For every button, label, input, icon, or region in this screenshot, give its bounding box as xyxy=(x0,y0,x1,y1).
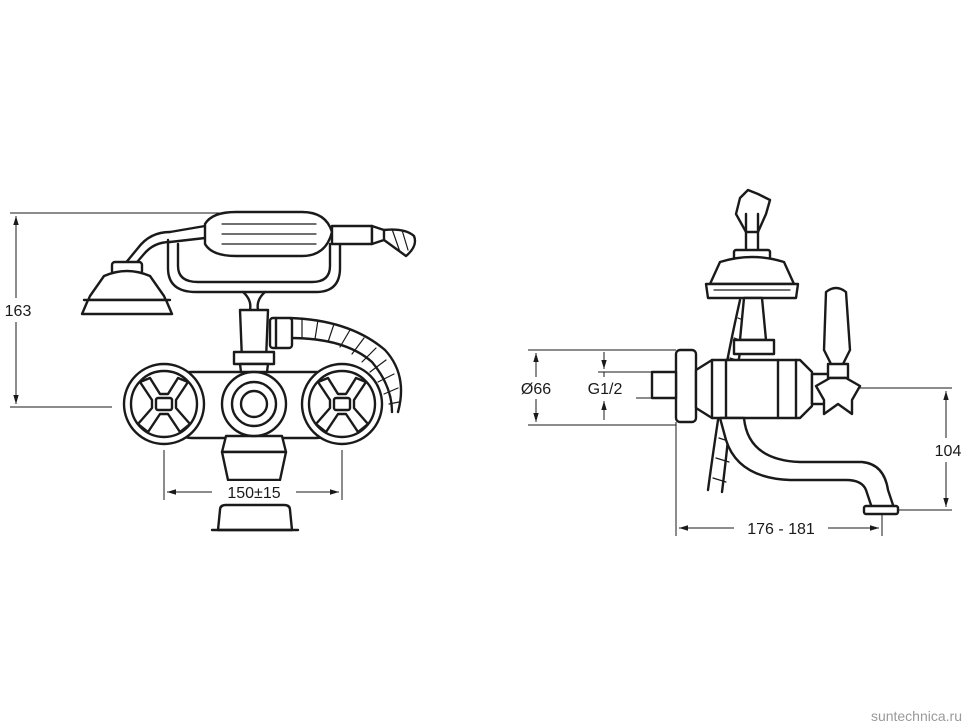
wall-flange xyxy=(650,348,698,424)
side-shower-head xyxy=(704,188,800,300)
hand-shower-handle xyxy=(203,210,386,258)
right-cross-handle xyxy=(300,362,384,446)
side-height-label: 104 xyxy=(935,443,962,460)
front-width-label: 150±15 xyxy=(227,485,280,502)
diverter-knob xyxy=(220,370,288,438)
side-depth-dimension: 176 - 181 xyxy=(675,422,883,539)
bath-spout-front xyxy=(210,450,300,532)
side-lever-handle xyxy=(814,286,862,416)
front-view: 163 xyxy=(0,210,417,532)
diameter-label: Ø66 xyxy=(521,381,551,398)
shower-hose xyxy=(288,228,417,414)
hose-connector xyxy=(268,316,294,350)
front-width-dimension: 150±15 xyxy=(163,450,343,503)
front-height-label: 163 xyxy=(5,303,32,320)
thread-dimension: G1/2 xyxy=(574,352,652,420)
left-cross-handle xyxy=(122,362,206,446)
side-riser xyxy=(732,296,776,356)
hand-shower-head xyxy=(80,230,174,316)
diameter-dimension: Ø66 xyxy=(514,349,676,426)
side-bath-spout xyxy=(718,416,900,516)
shower-cradle xyxy=(166,224,342,312)
thread-label: G1/2 xyxy=(588,381,623,398)
diverter-column xyxy=(232,308,276,382)
front-height-dimension: 163 xyxy=(0,212,225,408)
side-view: Ø66 G1/2 104 176 - 181 xyxy=(514,188,968,539)
side-mixer-body xyxy=(694,358,834,420)
watermark: suntechnica.ru xyxy=(870,708,962,724)
side-height-dimension: 104 xyxy=(860,387,968,511)
side-depth-label: 176 - 181 xyxy=(747,521,815,538)
